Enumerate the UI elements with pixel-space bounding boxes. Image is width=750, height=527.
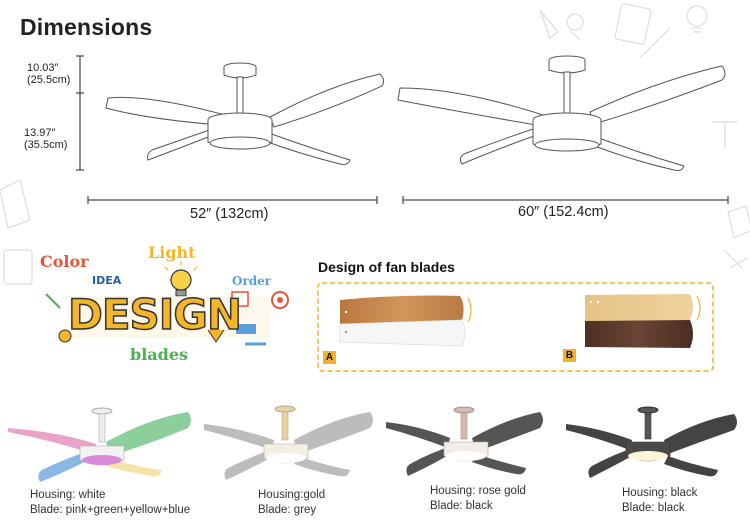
page-title: Dimensions (20, 14, 153, 40)
variant-blade: Blade: black (430, 500, 493, 512)
logo-word-color: Color (40, 252, 89, 271)
logo-word-blades: blades (130, 345, 189, 364)
variant-housing: Housing:gold (258, 489, 326, 501)
variant-caption-black: Housing: black Blade: black (622, 486, 697, 516)
variant-caption-white: Housing: white Blade: pink+green+yellow+… (30, 488, 190, 518)
width-label-52: 52″ (132cm) (190, 206, 269, 222)
variant-housing: Housing: white (30, 489, 106, 501)
variant-housing: Housing: black (622, 487, 698, 499)
logo-word-order: Order (232, 274, 272, 288)
blade-option-b-badge: B (563, 349, 576, 362)
height-bottom-inches: 13.97″ (24, 127, 56, 139)
logo-word-design: DESIGN (67, 289, 243, 340)
logo-word-light: Light (148, 243, 196, 262)
variant-blade: Blade: pink+green+yellow+blue (30, 504, 191, 516)
logo-word-idea: IDEA (92, 274, 122, 287)
width-label-60: 60″ (152.4cm) (518, 204, 609, 220)
height-top-label: 10.03″ (25.5cm) (27, 62, 70, 86)
variant-blade: Blade: grey (258, 504, 317, 516)
variant-housing: Housing: rose gold (430, 485, 526, 497)
height-top-cm: (25.5cm) (27, 74, 71, 86)
blades-section-title: Design of fan blades (318, 259, 455, 275)
variant-blade: Blade: black (622, 502, 685, 514)
height-bottom-cm: (35.5cm) (24, 139, 68, 151)
height-bottom-label: 13.97″ (35.5cm) (24, 127, 67, 151)
variant-caption-rose-gold: Housing: rose gold Blade: black (430, 484, 526, 514)
variant-caption-gold: Housing:gold Blade: grey (258, 488, 325, 518)
height-top-inches: 10.03″ (27, 62, 59, 74)
blade-option-a-badge: A (323, 351, 336, 364)
